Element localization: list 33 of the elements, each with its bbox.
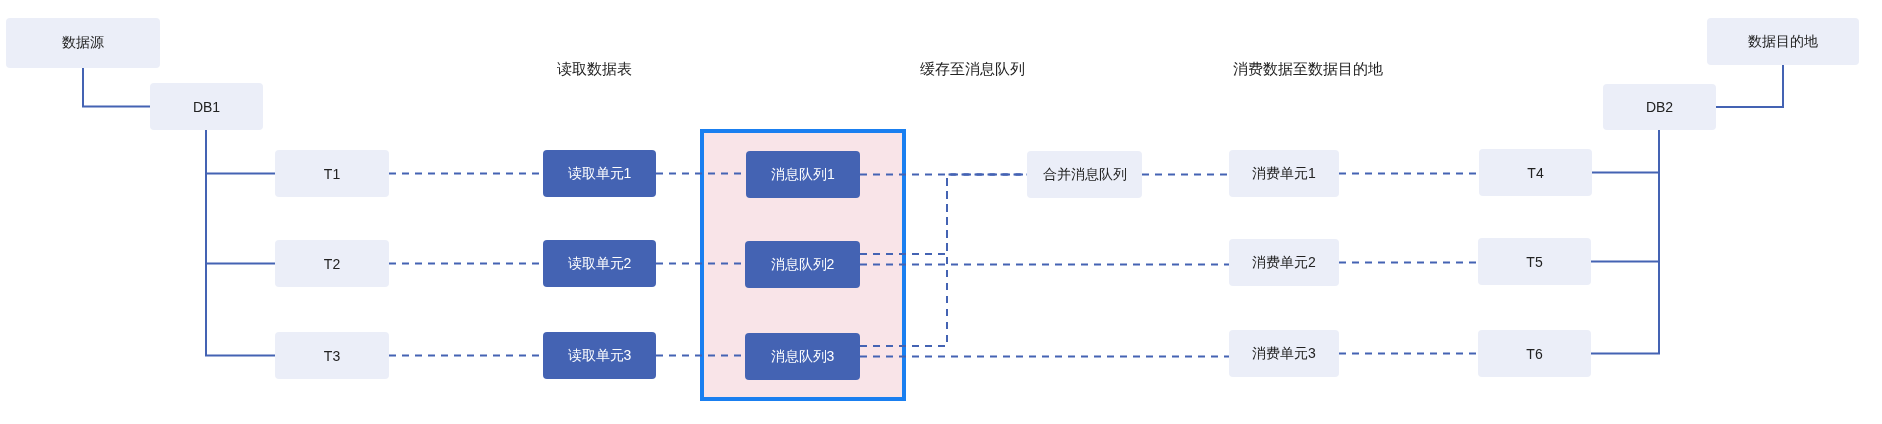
- reader-box: 读取单元1: [543, 150, 656, 197]
- table-box: T4: [1479, 149, 1592, 196]
- queue-box: 消息队列2: [745, 241, 860, 288]
- queue-box: 消息队列3: [745, 333, 860, 380]
- reader-box: 读取单元2: [543, 240, 656, 287]
- section-heading: 缓存至消息队列: [919, 60, 1025, 79]
- table-box: T2: [275, 240, 389, 287]
- section-heading: 消费数据至数据目的地: [1233, 60, 1383, 79]
- table-box: T3: [275, 332, 389, 379]
- dashed-connector: [1338, 352, 1479, 355]
- dashed-connector: [859, 263, 1230, 266]
- connector-line: [1590, 129, 1660, 355]
- dashed-connector: [859, 355, 1230, 358]
- queue-box: 消息队列1: [746, 151, 860, 198]
- dashed-connector: [1141, 173, 1230, 176]
- table-box: T1: [275, 150, 389, 197]
- consumer-box: 消费单元2: [1229, 239, 1339, 286]
- connector-line: [205, 129, 276, 357]
- section-heading: 读取数据表: [556, 60, 632, 79]
- table-box: T5: [1478, 238, 1591, 285]
- queue-group-box: [700, 129, 906, 401]
- destination-box: 数据目的地: [1707, 18, 1859, 65]
- database-box: DB1: [150, 83, 263, 130]
- connector-line: [82, 67, 151, 108]
- merge-box: 合并消息队列: [1027, 151, 1142, 198]
- reader-box: 读取单元3: [543, 332, 656, 379]
- database-box: DB2: [1603, 84, 1716, 130]
- connector-line: [1715, 64, 1784, 108]
- table-box: T6: [1478, 330, 1591, 377]
- consumer-box: 消费单元3: [1229, 330, 1339, 377]
- source-box: 数据源: [6, 18, 160, 68]
- dashed-connector: [1338, 261, 1479, 264]
- consumer-box: 消费单元1: [1229, 150, 1339, 197]
